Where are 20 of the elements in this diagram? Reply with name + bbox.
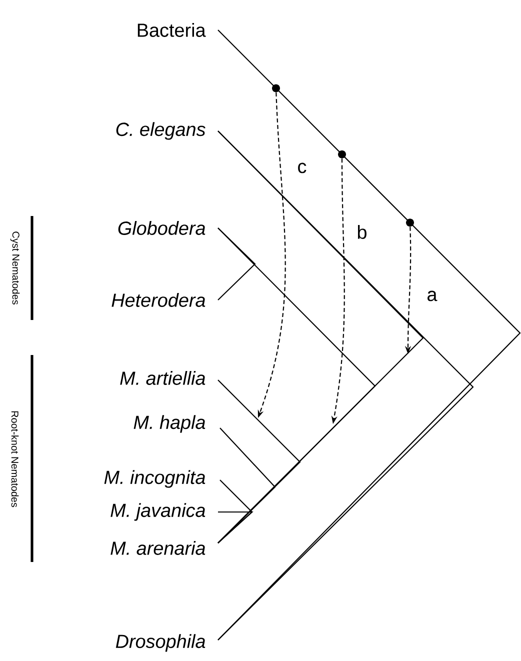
transfer-dot bbox=[272, 84, 280, 92]
taxon-label: M. javanica bbox=[110, 503, 206, 521]
taxon-label: Bacteria bbox=[138, 23, 206, 37]
taxon-label: Globodera bbox=[118, 221, 206, 235]
taxon-label: Heterodera bbox=[112, 293, 206, 307]
taxon-label: M. incognita bbox=[104, 470, 206, 488]
edge-label: b bbox=[358, 225, 366, 239]
branch-line bbox=[218, 511, 254, 544]
taxon-label: C. elegans bbox=[116, 122, 206, 140]
edge-label: a bbox=[428, 290, 438, 302]
branch-line bbox=[218, 228, 256, 300]
transfer-dot bbox=[406, 218, 414, 227]
transfer-dot bbox=[338, 150, 346, 158]
taxon-label: M. hapla bbox=[134, 415, 206, 433]
taxon-label: M. arenaria bbox=[110, 541, 206, 555]
group-label: Cyst Nematodes bbox=[10, 232, 20, 304]
taxon-label: Drosophila bbox=[116, 634, 206, 652]
edge-label: c bbox=[298, 162, 306, 174]
taxon-label: M. artiellia bbox=[120, 371, 206, 385]
group-label: Root-knot Nematodes bbox=[11, 411, 19, 508]
